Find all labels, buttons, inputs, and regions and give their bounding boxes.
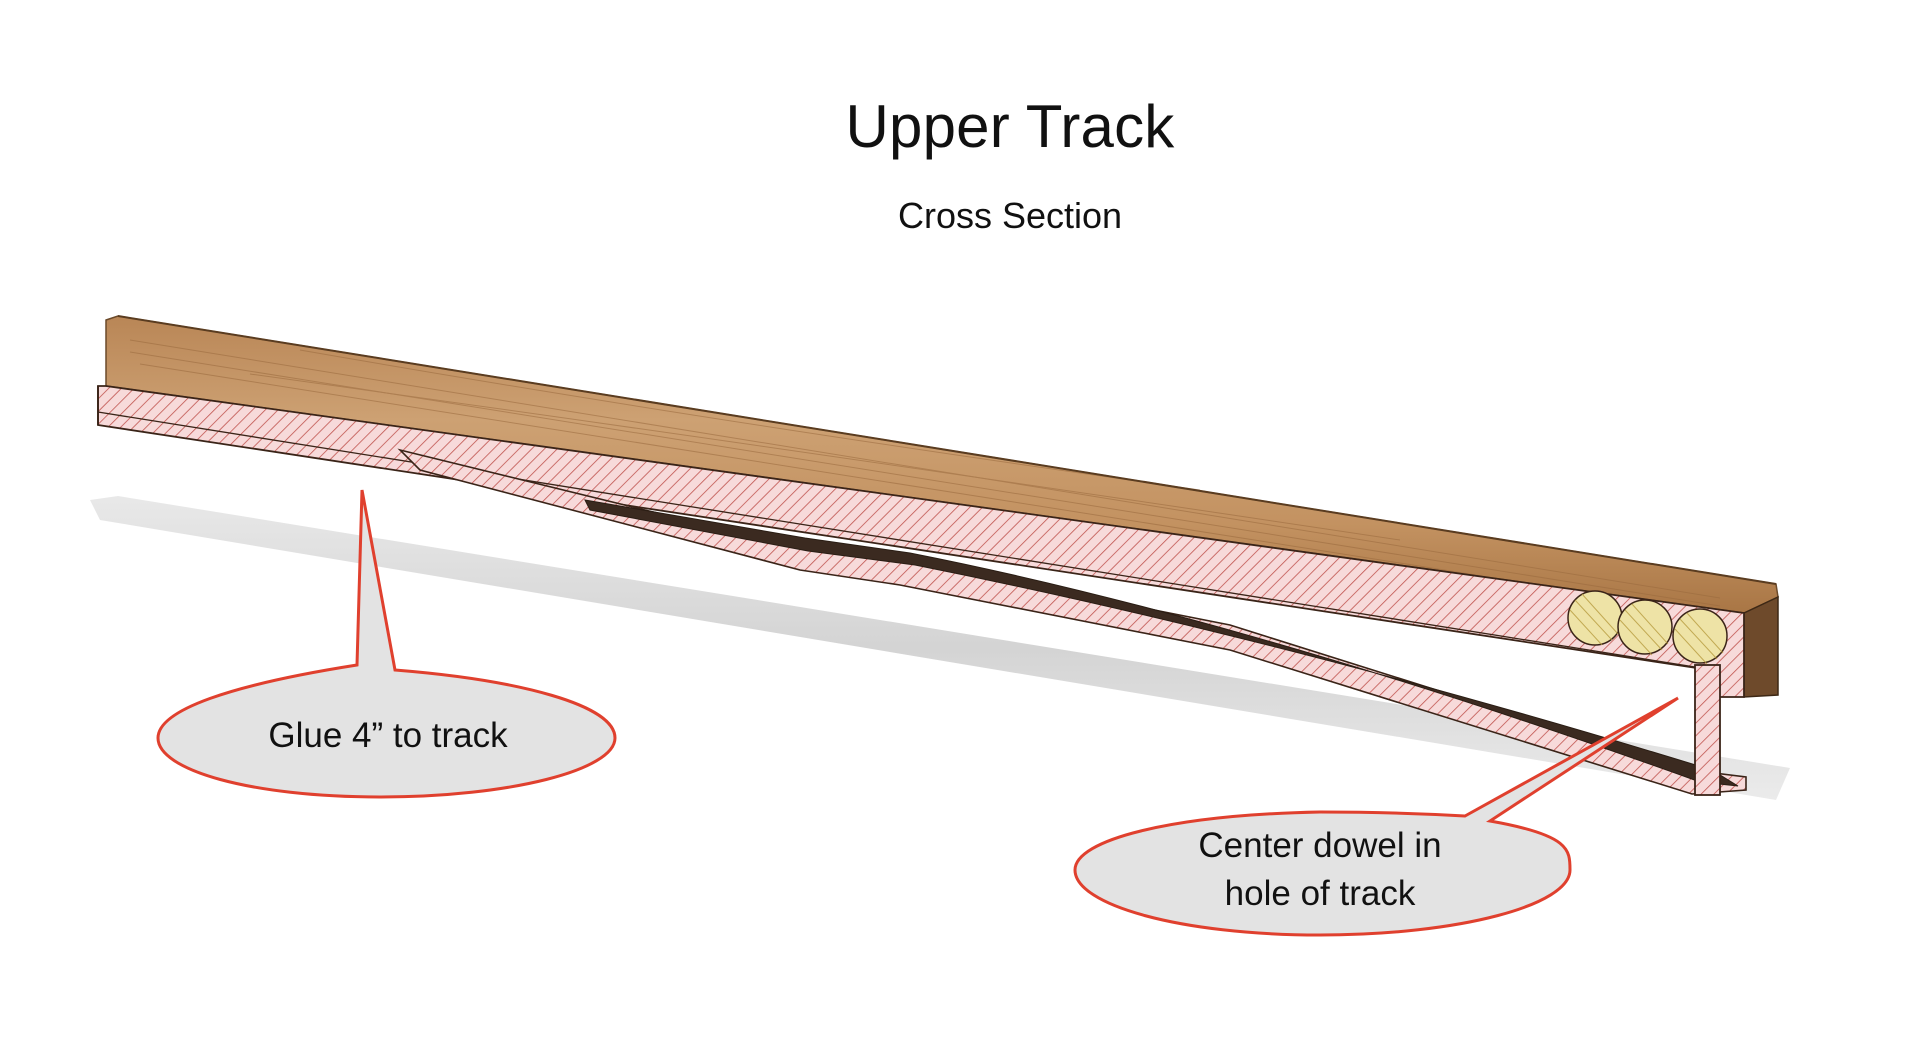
dowel-post	[1694, 664, 1721, 796]
wood-grain	[129, 339, 1721, 613]
dowel-callout-bubble	[1073, 696, 1679, 937]
diagram-subtitle: Cross Section	[897, 195, 1123, 236]
dowel-callout-line1: Center dowel in	[1198, 826, 1442, 865]
dowel-ends	[1567, 590, 1728, 664]
shim	[584, 499, 1739, 787]
glue-callout-bubble	[156, 489, 617, 799]
wood-end-block	[1743, 595, 1779, 698]
diagram-title: Upper Track	[845, 93, 1175, 160]
floor-shadow	[90, 496, 1790, 800]
glue-callout-text: Glue 4” to track	[268, 716, 508, 755]
dowel-callout-line2: hole of track	[1224, 874, 1416, 913]
dowel-callout-text: Center dowel in hole of track	[1120, 822, 1520, 918]
track-section	[97, 385, 1745, 698]
